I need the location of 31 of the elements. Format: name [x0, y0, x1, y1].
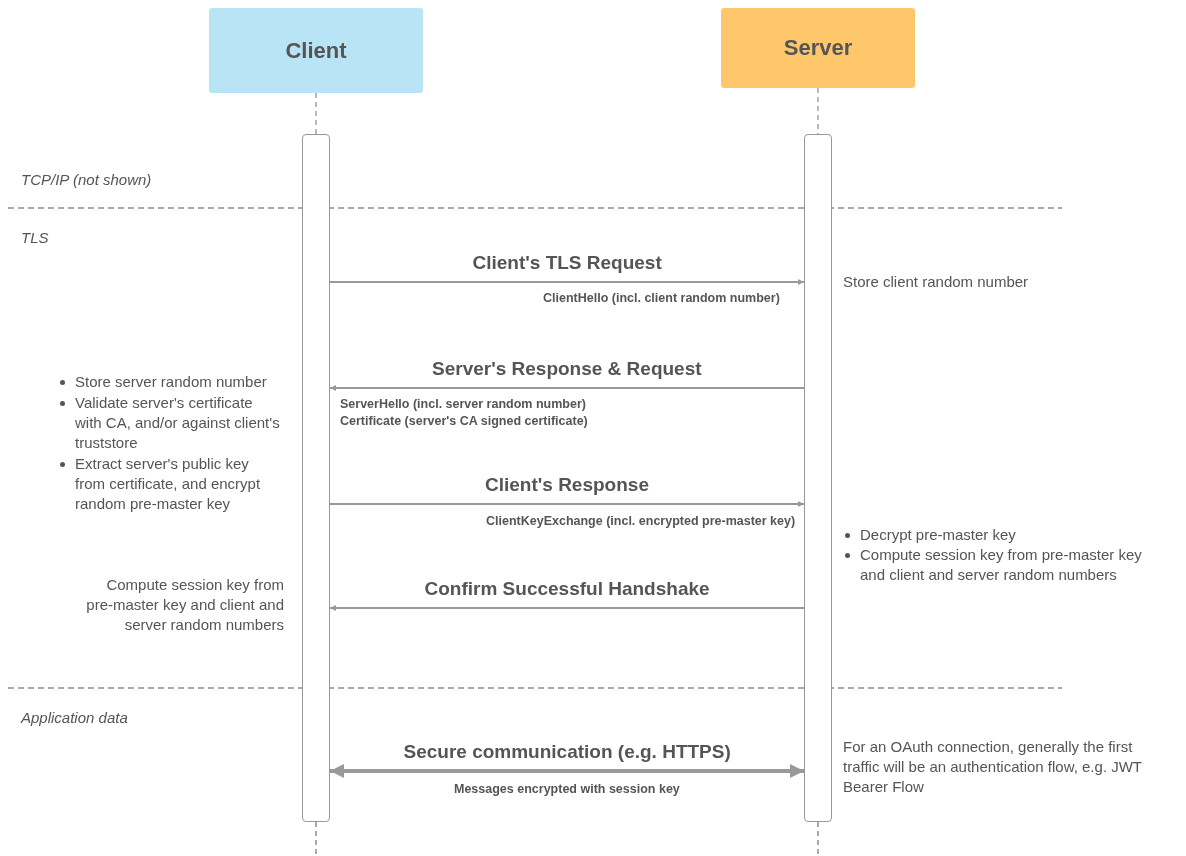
note-text: For an OAuth connection, generally the first traffic will be an authentication flow, e.g. JWT Bearer Flow: [843, 737, 1143, 797]
message-arrow: [329, 279, 805, 285]
message-detail: ClientKeyExchange (incl. encrypted pre-master key): [486, 513, 796, 530]
message-detail: Messages encrypted with session key: [454, 781, 680, 798]
message-label: Secure communication (e.g. HTTPS): [403, 741, 731, 763]
message-detail: ClientHello (incl. client random number): [543, 290, 780, 307]
bullet-text: Validate server's certificate with CA, and/or against client's truststore: [75, 393, 281, 453]
message-detail: Certificate (server's CA signed certificate): [340, 413, 588, 430]
participant-box: Server: [721, 8, 915, 88]
bullet-text: Store server random number: [75, 372, 268, 392]
section-label: TCP/IP (not shown): [21, 170, 152, 190]
message-label: Client's Response: [485, 474, 649, 496]
note-text: Store client random number: [843, 272, 1030, 292]
message-arrow: [329, 605, 805, 611]
message-label: Confirm Successful Handshake: [424, 578, 710, 600]
section-label: Application data: [21, 708, 128, 728]
message-detail: ServerHello (incl. server random number): [340, 396, 586, 413]
double-arrow: [330, 764, 804, 778]
note-text: Compute session key from pre-master key and client and server random numbers: [85, 575, 284, 635]
message-arrow: [329, 385, 805, 391]
message-label: Server's Response & Request: [432, 358, 702, 380]
activation-bar: [302, 134, 330, 822]
message-arrow: [329, 501, 805, 507]
lifeline: [315, 92, 317, 135]
bullet-text: Extract server's public key from certificate, and encrypt random pre-master key: [75, 454, 262, 514]
bullet-text: Compute session key from pre-master key and client and server random numbers: [860, 545, 1143, 585]
section-label: TLS: [21, 228, 49, 248]
participant-box: Client: [209, 8, 423, 93]
activation-bar: [804, 134, 832, 822]
message-label: Client's TLS Request: [472, 252, 662, 274]
bullet-text: Decrypt pre-master key: [860, 525, 1017, 545]
